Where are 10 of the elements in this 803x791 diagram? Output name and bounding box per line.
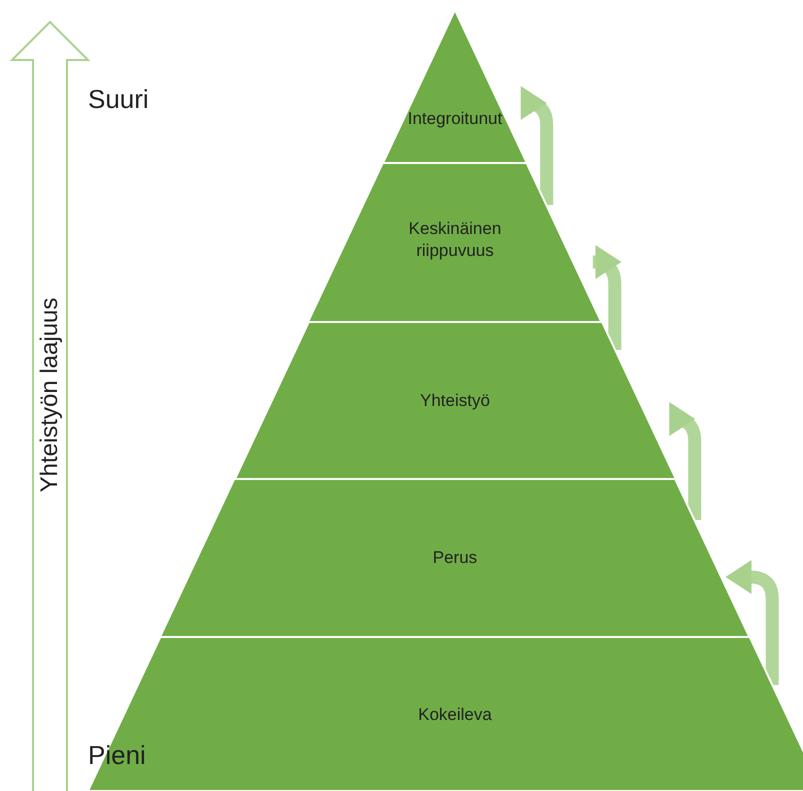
level-label: Perus [432, 547, 478, 569]
curved-arrow [666, 402, 702, 520]
curved-arrow [726, 560, 779, 685]
level-label: Keskinäinen riippuvuus [408, 218, 502, 262]
level-label: Integroitunut [406, 108, 504, 130]
level-label: Yhteistyö [419, 390, 491, 412]
scale-label: Suuri [88, 84, 149, 115]
level-label: Kokeileva [417, 704, 493, 726]
curved-arrow [518, 86, 554, 205]
axis-label: Yhteistyön laajuus [36, 298, 64, 492]
